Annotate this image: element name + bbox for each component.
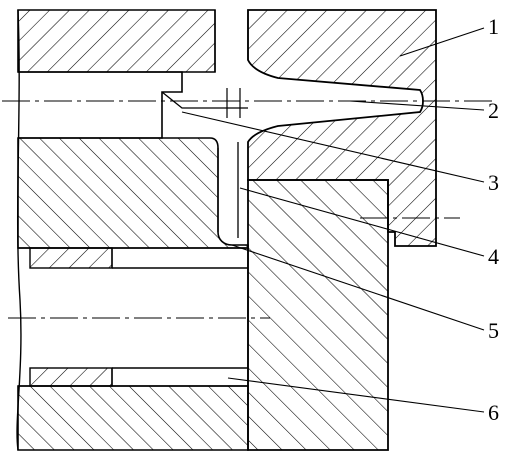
callout-6: 6 — [488, 400, 499, 425]
callout-labels: 1 2 3 4 5 6 — [488, 14, 499, 425]
fixed-plate-lower-section — [17, 137, 249, 249]
moving-plate — [17, 385, 249, 451]
ejector-sleeve-upper-wall — [29, 247, 113, 269]
bore-outlines — [18, 245, 249, 387]
center-lines — [2, 100, 492, 319]
runner-channel — [214, 10, 249, 238]
sprue-puller-pin — [18, 71, 183, 139]
sprue-puller-hook — [161, 91, 248, 109]
leader-lines — [181, 27, 485, 413]
callout-1: 1 — [488, 14, 499, 39]
callout-5: 5 — [488, 318, 499, 343]
runner-center-marks — [226, 88, 241, 118]
callout-3: 3 — [488, 170, 499, 195]
callout-2: 2 — [488, 98, 499, 123]
core-insert — [247, 179, 389, 451]
fixed-plate-upper-section — [17, 9, 216, 73]
ejector-sleeve-lower-wall — [29, 367, 113, 387]
callout-4: 4 — [488, 244, 499, 269]
break-line — [16, 9, 22, 451]
